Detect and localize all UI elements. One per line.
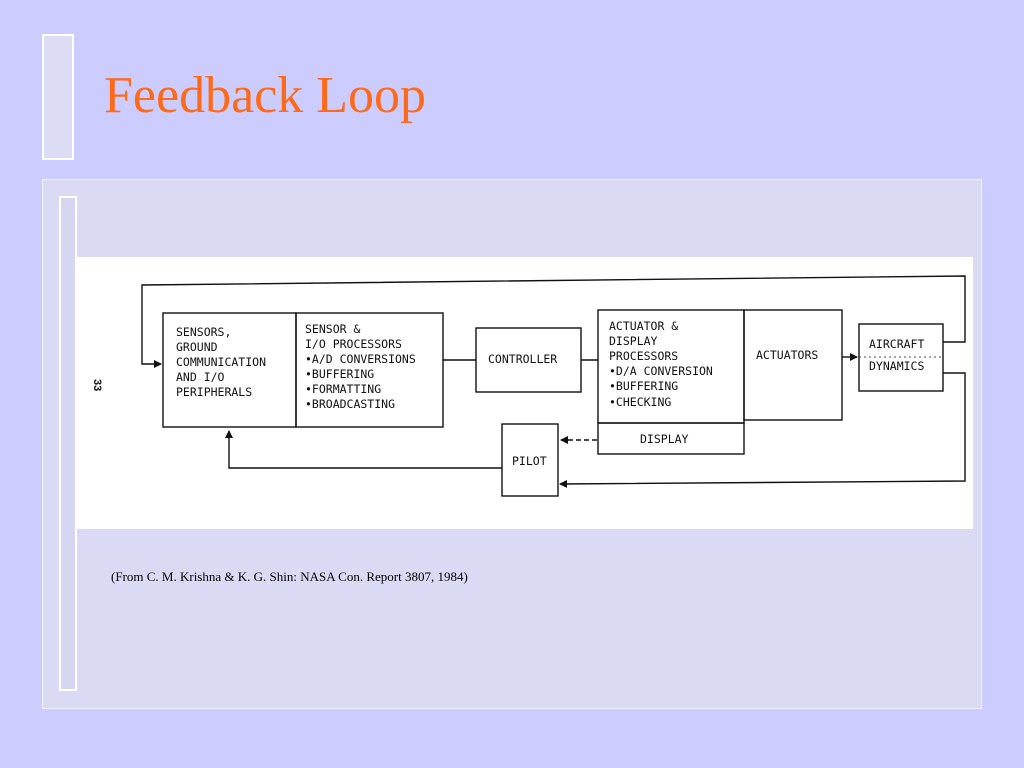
sensors-line: AND I/O [176,370,225,384]
sensors-box: SENSORS, GROUND COMMUNICATION AND I/O PE… [162,312,297,428]
content-accent-bar [59,196,77,691]
pilot-label: PILOT [512,454,547,468]
sensor-io-line: •A/D CONVERSIONS [305,352,416,366]
controller-label: CONTROLLER [488,352,557,366]
actuators-box: ACTUATORS [743,309,843,421]
actuator-display-line: •CHECKING [609,395,671,409]
sensors-line: COMMUNICATION [176,355,266,369]
sensor-io-line: SENSOR & [305,322,360,336]
aircraft-dynamics-box: AIRCRAFT DYNAMICS [858,323,944,392]
actuators-label: ACTUATORS [756,348,818,362]
aircraft-line: AIRCRAFT [869,337,924,351]
feedback-loop-diagram: 33 SENSORS, GROUND COMMUNICATION AND I/O… [76,257,973,529]
display-label: DISPLAY [640,432,689,446]
sensor-io-line: •BUFFERING [305,367,374,381]
sensor-io-line: I/O PROCESSORS [305,337,402,351]
display-box: DISPLAY [597,422,745,455]
actuator-display-line: PROCESSORS [609,349,678,363]
actuator-display-line: •BUFFERING [609,379,678,393]
sensor-io-line: •BROADCASTING [305,397,395,411]
sensors-line: PERIPHERALS [176,385,252,399]
sensors-line: GROUND [176,340,218,354]
sensor-io-processors-box: SENSOR & I/O PROCESSORS •A/D CONVERSIONS… [295,312,444,428]
slide-title: Feedback Loop [104,67,427,124]
sensors-line: SENSORS, [176,325,231,339]
pilot-feedback-loop [225,372,966,488]
page-number: 33 [91,379,103,391]
pilot-box: PILOT [501,423,559,497]
actuator-display-processors-box: ACTUATOR & DISPLAY PROCESSORS •D/A CONVE… [597,309,745,424]
title-accent-bar [42,34,74,160]
figure-caption: (From C. M. Krishna & K. G. Shin: NASA C… [111,569,468,584]
actuator-display-line: •D/A CONVERSION [609,364,713,378]
aircraft-line: DYNAMICS [869,359,924,373]
actuator-display-line: DISPLAY [609,334,658,348]
controller-box: CONTROLLER [475,327,582,393]
sensor-io-line: •FORMATTING [305,382,381,396]
forward-connectors [443,353,858,361]
top-feedback-loop [141,275,966,368]
actuator-display-line: ACTUATOR & [609,319,678,333]
